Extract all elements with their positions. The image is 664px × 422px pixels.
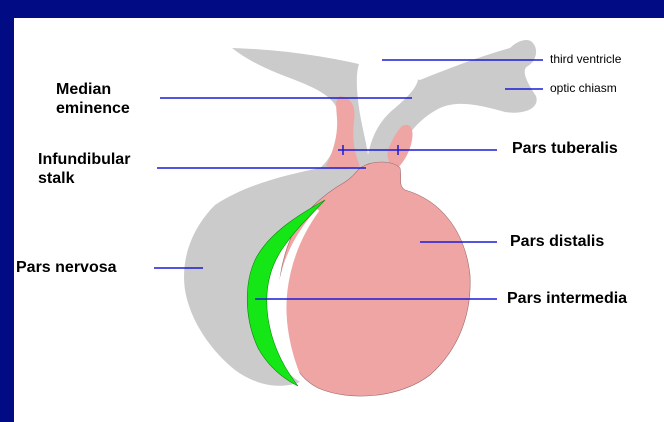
label-optic-chiasm: optic chiasm xyxy=(550,81,617,95)
label-third-ventricle: third ventricle xyxy=(550,52,621,66)
label-pars-distalis: Pars distalis xyxy=(510,232,604,251)
label-pars-nervosa: Pars nervosa xyxy=(16,258,117,277)
label-pars-tuberalis: Pars tuberalis xyxy=(512,139,618,158)
label-median-eminence: Median eminence xyxy=(56,80,166,118)
label-pars-intermedia: Pars intermedia xyxy=(507,289,627,308)
label-infundibular-stalk: Infundibular stalk xyxy=(38,150,148,188)
